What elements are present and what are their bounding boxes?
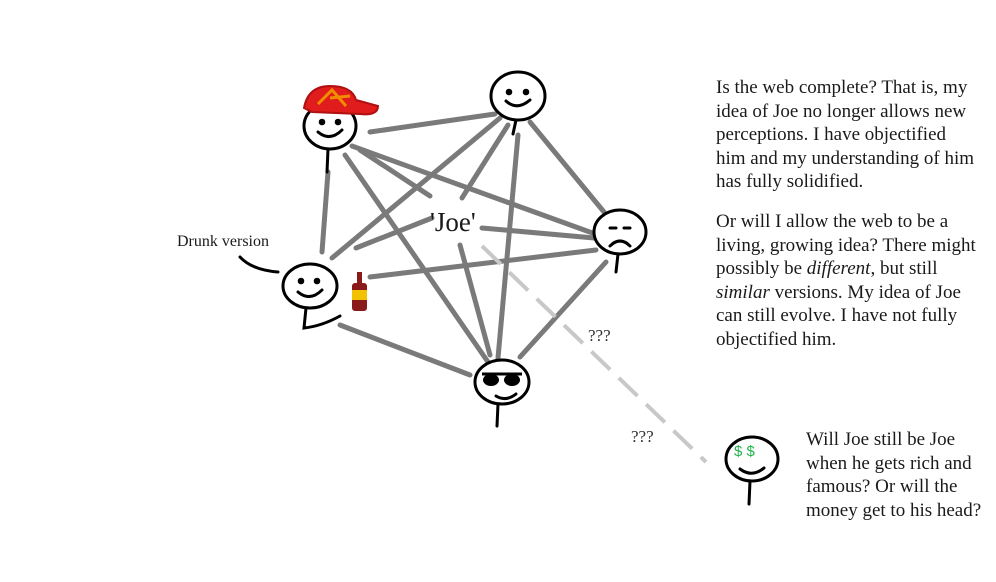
question-marks-label: ???: [588, 326, 611, 345]
web-line: [459, 122, 511, 201]
drunk-version-label: Drunk version: [177, 233, 269, 250]
paragraph-text: Or will I allow the web to be a living, …: [716, 210, 976, 280]
web-line: [342, 152, 491, 365]
paragraph-text: versions. My idea of Joe can still evolv…: [716, 281, 961, 350]
web-line: [367, 111, 498, 135]
web-line: [495, 132, 521, 361]
web-line: [337, 322, 473, 378]
paragraph-living-idea: Or will I allow the web to be a living, …: [716, 210, 976, 352]
bottle-icon: [352, 272, 367, 311]
emphasis-different: different: [806, 258, 871, 280]
question-marks-label: ???: [631, 427, 654, 446]
web-line: [479, 225, 597, 241]
paragraph-text: , but still: [870, 258, 938, 280]
commentary-text: Is the web complete? That is, my idea of…: [716, 76, 976, 368]
web-line: [517, 259, 609, 360]
emphasis-similar: similar: [716, 281, 770, 303]
dollar-eyes-icon: $ $: [734, 443, 755, 460]
dashed-connection: [480, 244, 708, 464]
joe-rich-figure: [724, 435, 780, 506]
web-line: [353, 215, 435, 251]
joe-drunk-figure: [238, 255, 342, 330]
red-cap-icon: [302, 84, 380, 116]
web-line: [329, 115, 503, 261]
joe-sunglasses-figure: [473, 358, 531, 428]
paragraph-web-complete: Is the web complete? That is, my idea of…: [716, 77, 975, 193]
web-line: [349, 143, 601, 238]
web-lines: [319, 111, 609, 378]
sunglasses-icon: [482, 372, 522, 386]
rich-joe-question: Will Joe still be Joe when he gets rich …: [806, 429, 982, 521]
web-line: [527, 119, 607, 215]
web-line: [457, 242, 493, 358]
center-label-joe: 'Joe': [430, 207, 476, 237]
joe-top-figure: [489, 70, 547, 136]
web-line: [367, 247, 599, 280]
web-line: [319, 169, 331, 255]
sad-face-icon: [592, 208, 648, 274]
